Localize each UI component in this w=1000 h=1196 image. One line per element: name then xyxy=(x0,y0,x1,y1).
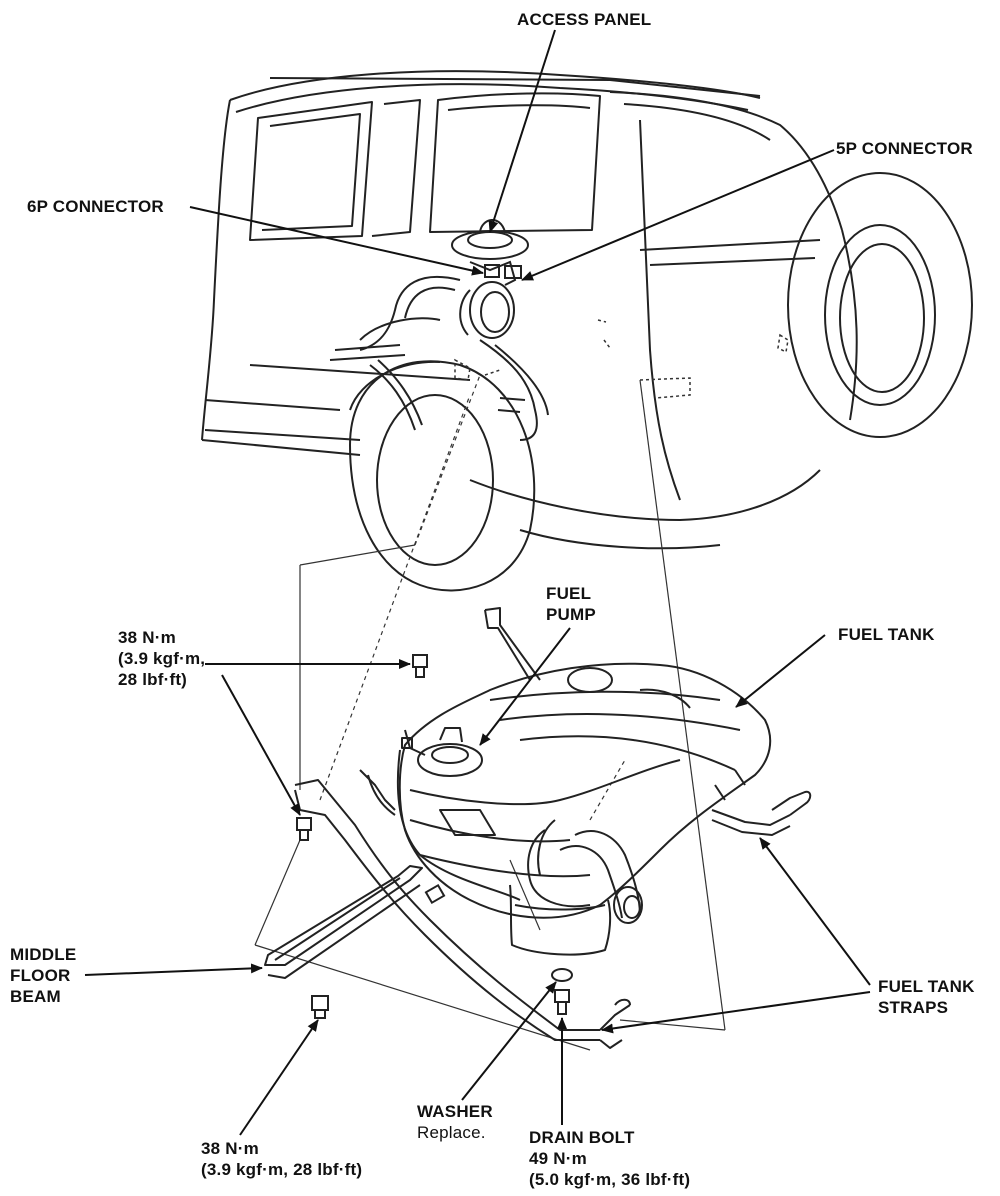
fuel-tank xyxy=(359,662,772,956)
torque-strap-value: 38 N·m xyxy=(118,628,176,647)
tank-straps xyxy=(294,607,812,1049)
torque-beam-value: 38 N·m xyxy=(201,1139,259,1158)
beam-line2: FLOOR xyxy=(10,966,71,985)
leader-lines xyxy=(84,29,871,1136)
torque-strap-kgf: (3.9 kgf·m, xyxy=(118,649,206,668)
bolts xyxy=(296,654,573,1019)
leader-straps-2 xyxy=(601,991,871,1034)
rear-wheel xyxy=(348,360,536,592)
label-fuel-tank-straps: FUEL TANK STRAPS xyxy=(878,976,975,1018)
label-fuel-pump-line2: PUMP xyxy=(546,605,596,624)
torque-strap-lbf: 28 lbf·ft) xyxy=(118,670,188,689)
label-fuel-tank: FUEL TANK xyxy=(838,625,935,644)
label-torque-strap-bolts: 38 N·m (3.9 kgf·m, 28 lbf·ft) xyxy=(118,627,205,690)
washer-title: WASHER xyxy=(417,1102,493,1121)
label-6p-connector: 6P CONNECTOR xyxy=(27,197,164,216)
beam-line3: BEAM xyxy=(10,987,61,1006)
straps-line2: STRAPS xyxy=(878,998,949,1017)
leader-5p-connector xyxy=(521,149,835,281)
label-washer: WASHER Replace. xyxy=(417,1101,493,1143)
beam-line1: MIDDLE xyxy=(10,945,77,964)
leader-fuel-tank xyxy=(735,634,826,708)
leader-beam xyxy=(84,963,263,976)
label-fuel-pump-line1: FUEL xyxy=(546,584,592,603)
label-access-panel: ACCESS PANEL xyxy=(517,10,652,29)
washer-note: Replace. xyxy=(417,1123,486,1142)
drain-bolt-value: 49 N·m xyxy=(529,1149,587,1168)
drain-bolt-title: DRAIN BOLT xyxy=(529,1128,635,1147)
label-fuel-pump: FUEL PUMP xyxy=(546,583,596,625)
filler-neck xyxy=(329,275,549,441)
label-drain-bolt: DRAIN BOLT 49 N·m (5.0 kgf·m, 36 lbf·ft) xyxy=(529,1127,690,1190)
middle-floor-beam-shape xyxy=(264,865,423,979)
projection-lines xyxy=(254,379,726,1051)
torque-beam-units: (3.9 kgf·m, 28 lbf·ft) xyxy=(201,1160,363,1179)
leader-fuel-pump xyxy=(479,627,571,746)
spare-tire xyxy=(787,172,973,438)
vehicle-body xyxy=(201,70,858,550)
leader-torque-left xyxy=(221,674,301,816)
leader-washer xyxy=(461,981,557,1101)
drain-bolt-units: (5.0 kgf·m, 36 lbf·ft) xyxy=(529,1170,691,1189)
straps-line1: FUEL TANK xyxy=(878,977,975,996)
leader-6p-connector xyxy=(189,206,484,276)
leader-access-panel xyxy=(488,29,556,233)
label-middle-floor-beam: MIDDLE FLOOR BEAM xyxy=(10,944,76,1007)
label-5p-connector: 5P CONNECTOR xyxy=(836,139,973,158)
leader-straps-1 xyxy=(759,837,871,986)
leader-beam-bolt xyxy=(239,1019,319,1136)
label-torque-beam-bolt: 38 N·m (3.9 kgf·m, 28 lbf·ft) xyxy=(201,1138,362,1180)
